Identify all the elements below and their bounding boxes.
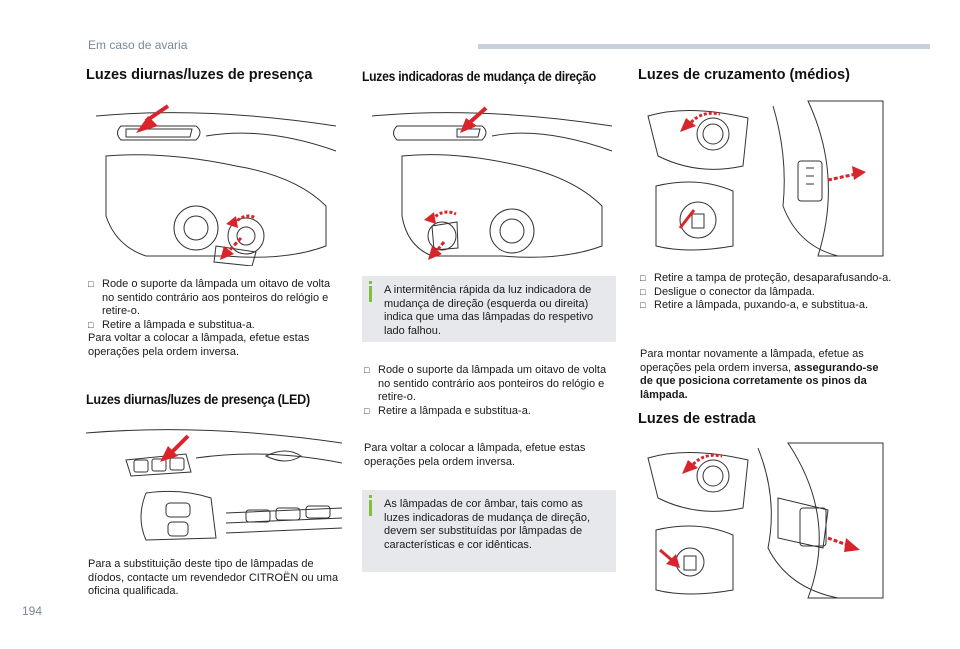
paragraph: Para voltar a colocar a lâmpada, efetue … <box>88 332 310 358</box>
step-1: Rode o suporte da lâmpada um oitavo de v… <box>364 364 616 405</box>
info-icon <box>369 500 372 516</box>
info-box-amber-bulbs: As lâmpadas de cor âmbar, tais como as l… <box>362 490 616 572</box>
title-high-beam: Luzes de estrada <box>638 411 756 427</box>
section-header: Em caso de avaria <box>88 38 188 52</box>
figure-high-beam <box>638 438 890 600</box>
step-3: Retire a lâmpada, puxando-a, e substitua… <box>640 299 892 313</box>
step-1: Rode o suporte da lâmpada um oitavo de v… <box>88 278 342 319</box>
info-text: A intermitência rápida da luz indicadora… <box>384 284 594 337</box>
header-bar <box>478 44 930 49</box>
info-text: As lâmpadas de cor âmbar, tais como as l… <box>384 498 591 551</box>
info-box-fast-blinking: A intermitência rápida da luz indicadora… <box>362 276 616 342</box>
figure-dipped-beam <box>638 96 890 258</box>
paragraph-led: Para a substituição deste tipo de lâmpad… <box>88 558 339 598</box>
paragraph-text: Para montar novamente a lâmpada, efetue … <box>640 348 864 374</box>
title-turn-signals: Luzes indicadoras de mudança de direção <box>362 69 596 84</box>
figure-led-lights <box>86 418 342 546</box>
steps-daytime: Rode o suporte da lâmpada um oitavo de v… <box>88 278 342 360</box>
step-2: Desligue o conector da lâmpada. <box>640 286 892 300</box>
steps-turn-signal: Rode o suporte da lâmpada um oitavo de v… <box>364 364 616 418</box>
title-dipped-beam: Luzes de cruzamento (médios) <box>638 67 850 83</box>
steps-dipped-beam: Retire a tampa de proteção, desaparafusa… <box>640 272 892 313</box>
info-icon-dot <box>369 281 372 284</box>
paragraph-reassemble: Para montar novamente a lâmpada, efetue … <box>640 348 892 402</box>
info-icon <box>369 286 372 302</box>
page-number: 194 <box>22 604 43 618</box>
info-icon-dot <box>369 495 372 498</box>
figure-turn-signal-bulb <box>362 96 616 266</box>
figure-daytime-light-bulb <box>86 96 342 266</box>
step-2: Retire a lâmpada e substitua-a. <box>88 319 342 333</box>
title-daytime-led: Luzes diurnas/luzes de presença (LED) <box>86 391 310 407</box>
title-daytime-lights: Luzes diurnas/luzes de presença <box>86 67 313 83</box>
paragraph-bold: assegurando-se de que posiciona corretam… <box>640 361 879 401</box>
paragraph-reinstall: Para voltar a colocar a lâmpada, efetue … <box>364 442 586 468</box>
step-2: Retire a lâmpada e substitua-a. <box>364 405 616 419</box>
step-1: Retire a tampa de proteção, desaparafusa… <box>640 272 892 286</box>
